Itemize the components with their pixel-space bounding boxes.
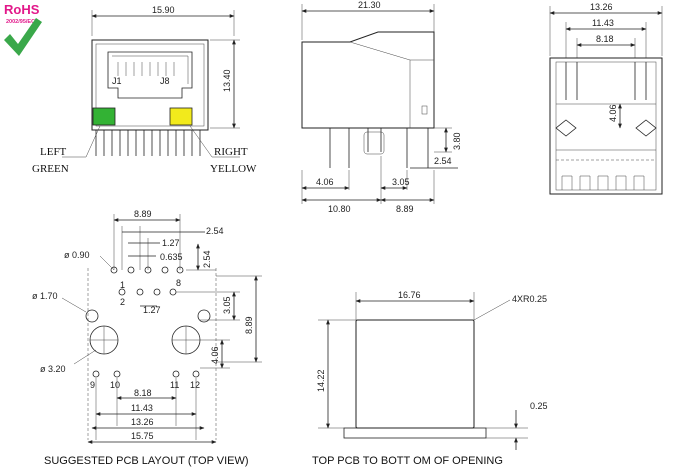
- opening-offset-dim: 0.25: [530, 401, 548, 411]
- yellow-led: [169, 107, 193, 126]
- hole-090-label: ø 0.90: [64, 250, 90, 260]
- end-dim-1143: 11.43: [592, 18, 614, 28]
- pcb-dim-889-top: 8.89: [134, 209, 152, 219]
- hole-170-right: [197, 309, 211, 323]
- pcb-dim-0635: 0.635: [160, 252, 183, 262]
- end-view: 13.26 11.43 8.18 4.06: [549, 2, 663, 195]
- pcb-dim-305: 3.05: [222, 296, 232, 314]
- side-dim-1080: 10.80: [328, 204, 351, 214]
- side-dim-889: 8.89: [396, 204, 414, 214]
- side-dim-305: 3.05: [392, 177, 410, 187]
- pcb-dim-1575: 15.75: [131, 431, 154, 441]
- pcb-dim-254-a: 2.54: [206, 226, 224, 236]
- front-view: 15.90 13.40 J1 J8: [32, 5, 257, 175]
- front-width-dim: 15.90: [152, 5, 175, 15]
- end-dim-818: 8.18: [596, 34, 614, 44]
- pcb-layout-caption: SUGGESTED PCB LAYOUT (TOP VIEW): [44, 455, 249, 467]
- hole-320-label: ø 3.20: [40, 364, 66, 374]
- opening-height-dim: 14.22: [316, 369, 326, 392]
- pcb-strip: [343, 427, 487, 439]
- pcb-dim-818: 8.18: [134, 388, 152, 398]
- end-dim-1326: 13.26: [590, 2, 613, 12]
- pcb-layout: 8.89 2.54 1.27 0.635 2.54 1 2 8 ø 0.90: [32, 209, 262, 467]
- pin-j1-label: J1: [112, 76, 122, 86]
- pcb-dim-127-a: 1.27: [162, 238, 180, 248]
- pcb-dim-406: 4.06: [210, 346, 220, 364]
- led-right-color: YELLOW: [210, 163, 257, 175]
- rohs-logo: RoHS 2002/95/EC: [4, 2, 42, 56]
- opening-rect: [355, 319, 475, 429]
- green-led: [92, 107, 116, 126]
- pin-11-label: 11: [170, 380, 179, 390]
- side-length-dim: 21.30: [358, 0, 381, 10]
- side-dim-380: 3.80: [452, 132, 462, 150]
- checkmark-icon: [4, 18, 42, 56]
- rohs-subtitle: 2002/95/EC: [6, 19, 35, 25]
- opening-width-dim: 16.76: [398, 290, 421, 300]
- rohs-title: RoHS: [4, 2, 40, 17]
- pin-9-label: 9: [90, 380, 95, 390]
- pin-2-label: 2: [120, 297, 125, 307]
- pcb-dim-1326: 13.26: [131, 417, 154, 427]
- opening-view: 16.76 14.22 4XR0.25 0.25 TOP PCB TO BOTT…: [312, 290, 548, 467]
- side-view: 21.30 3.80 2.54 4.06 3.05: [301, 0, 462, 214]
- hole-170-label: ø 1.70: [32, 291, 58, 301]
- pin-10-label: 10: [110, 380, 120, 390]
- pin-12-label: 12: [190, 380, 200, 390]
- pin-1-label: 1: [120, 280, 125, 290]
- led-left-color: GREEN: [32, 163, 69, 175]
- pcb-dim-127-b: 1.27: [143, 305, 161, 315]
- pcb-dim-254-b: 2.54: [202, 250, 212, 268]
- side-dim-406: 4.06: [316, 177, 334, 187]
- pcb-dim-1143: 11.43: [131, 403, 153, 413]
- front-height-dim: 13.40: [222, 69, 232, 92]
- hole-170-left: [85, 309, 99, 323]
- pin-8-label: 8: [176, 278, 181, 288]
- led-left-label: LEFT: [40, 146, 67, 158]
- end-dim-406: 4.06: [608, 104, 618, 122]
- opening-caption: TOP PCB TO BOTT OM OF OPENING: [312, 455, 503, 467]
- side-dim-254: 2.54: [434, 156, 452, 166]
- pcb-dim-889-right: 8.89: [244, 316, 254, 334]
- led-right-label: RIGHT: [214, 146, 248, 158]
- opening-radius-note: 4XR0.25: [512, 294, 547, 304]
- pin-j8-label: J8: [160, 76, 170, 86]
